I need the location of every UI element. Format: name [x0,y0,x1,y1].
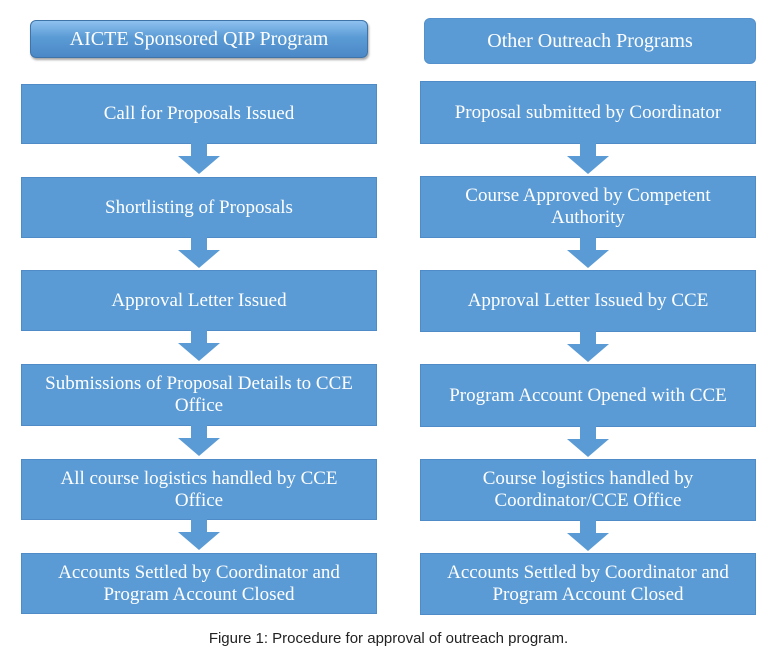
left-step-4: Submissions of Proposal Details to CCE O… [21,364,377,426]
right-step-5: Course logistics handled by Coordinator/… [420,459,756,521]
right-column-header: Other Outreach Programs [424,18,756,64]
left-step-6: Accounts Settled by Coordinator and Prog… [21,553,377,614]
left-column-header: AICTE Sponsored QIP Program [30,20,368,58]
right-step-2: Course Approved by Competent Authority [420,176,756,238]
left-step-2: Shortlisting of Proposals [21,177,377,238]
left-step-5: All course logistics handled by CCE Offi… [21,459,377,520]
right-step-4: Program Account Opened with CCE [420,364,756,427]
right-step-6: Accounts Settled by Coordinator and Prog… [420,553,756,615]
figure-caption: Figure 1: Procedure for approval of outr… [208,630,569,647]
left-step-3: Approval Letter Issued [21,270,377,331]
right-step-3: Approval Letter Issued by CCE [420,270,756,332]
right-step-1: Proposal submitted by Coordinator [420,81,756,144]
left-step-1: Call for Proposals Issued [21,84,377,144]
